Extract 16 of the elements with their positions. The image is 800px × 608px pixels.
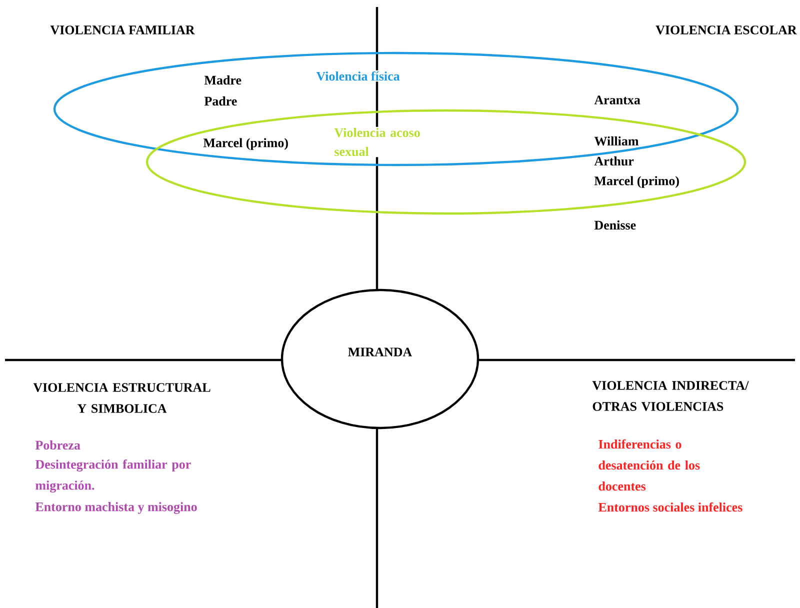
quadrant-heading: VIOLENCIA ESCOLAR [656,26,797,34]
quadrant-heading: VIOLENCIA INDIRECTA/ OTRAS VIOLENCIAS [592,381,749,411]
list-item: Desintegración familiar por migración. [35,459,191,492]
name-label: Marcel (primo) [594,176,679,188]
name-label: Arantxa [594,96,640,104]
list-item: Pobreza [35,440,80,450]
name-label: Arthur [594,156,634,166]
name-label: William [594,136,639,146]
quadrant-heading: VIOLENCIA FAMILIAR [50,26,195,34]
quadrant-heading: VIOLENCIA ESTRUCTURAL Y SIMBOLICA [33,383,210,413]
list-item: Indiferencias o desatención de los docentes [598,439,700,491]
name-label: Marcel (primo) [203,138,288,150]
name-label: Padre [204,96,237,106]
list-item: Entornos sociales infelices [598,502,742,512]
list-item: Entorno machista y misogino [35,502,197,514]
name-label: Madre [204,75,242,85]
